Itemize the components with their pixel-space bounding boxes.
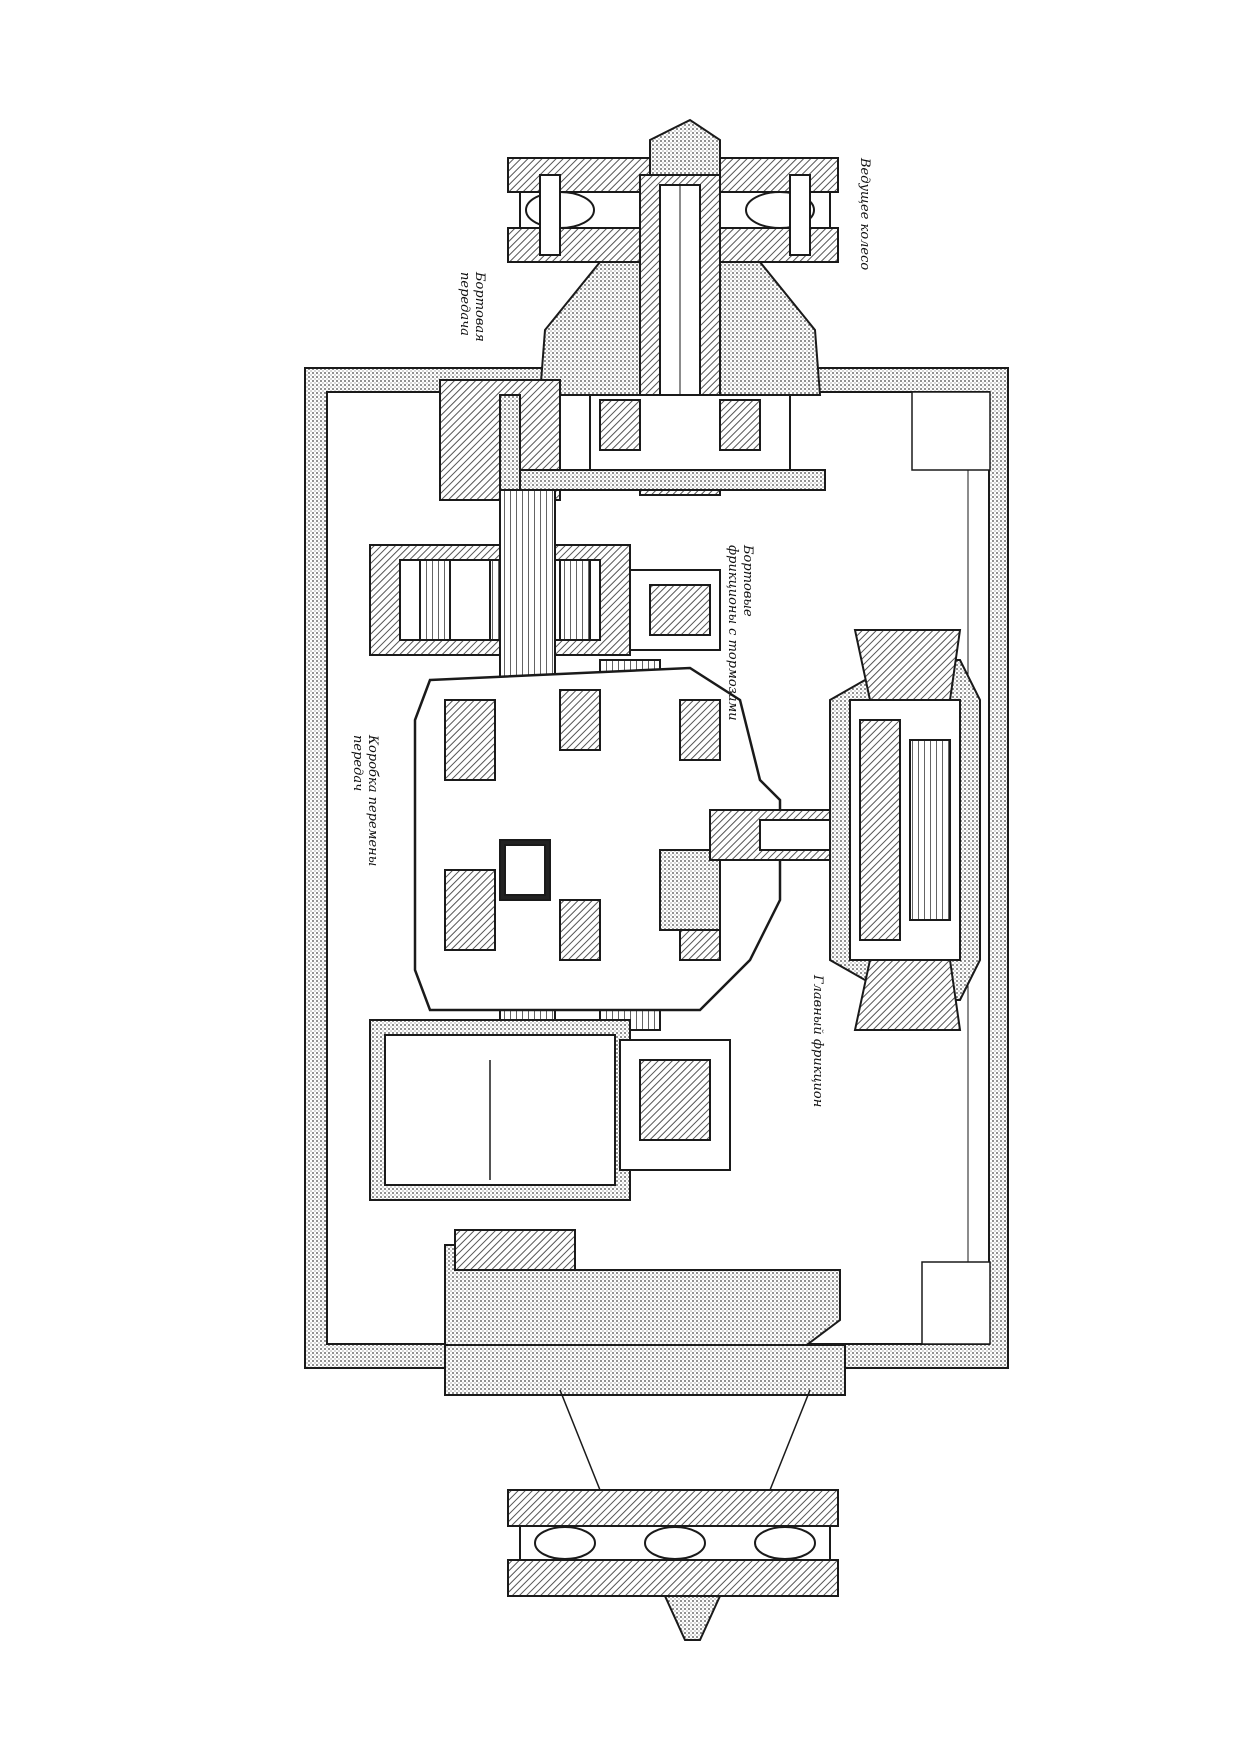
gearbox-text-1: Коробка перемены bbox=[365, 735, 380, 867]
final-drive-lower bbox=[444, 1229, 846, 1396]
drive-wheel-text: Ведущее колесо bbox=[857, 158, 872, 271]
side-clutch-brake-lower bbox=[369, 1019, 731, 1201]
main-clutch-label: Главный фрикцион bbox=[810, 975, 825, 1107]
drive-wheel-label: Ведущее колесо bbox=[857, 158, 872, 270]
bevel-gear-text-1: Бортовая bbox=[472, 272, 487, 342]
bevel-gear-label: Бортовая передача bbox=[457, 272, 487, 342]
bevel-gear-text-2: передача bbox=[457, 272, 472, 336]
gearbox-label: Коробка перемены передач bbox=[350, 735, 380, 866]
side-clutch-text-1: Бортовые bbox=[740, 545, 755, 617]
final-drive bbox=[439, 174, 826, 536]
side-clutch-text-2: фрикционы с тормозами bbox=[725, 545, 740, 721]
main-clutch bbox=[709, 629, 981, 1031]
side-clutch-label: Бортовые фрикционы с тормозами bbox=[725, 545, 755, 721]
gearbox bbox=[413, 666, 782, 1012]
drive-wheel-lower bbox=[507, 1389, 839, 1641]
main-clutch-text: Главный фрикцион bbox=[810, 975, 825, 1108]
gearbox-text-2: передач bbox=[350, 735, 365, 792]
